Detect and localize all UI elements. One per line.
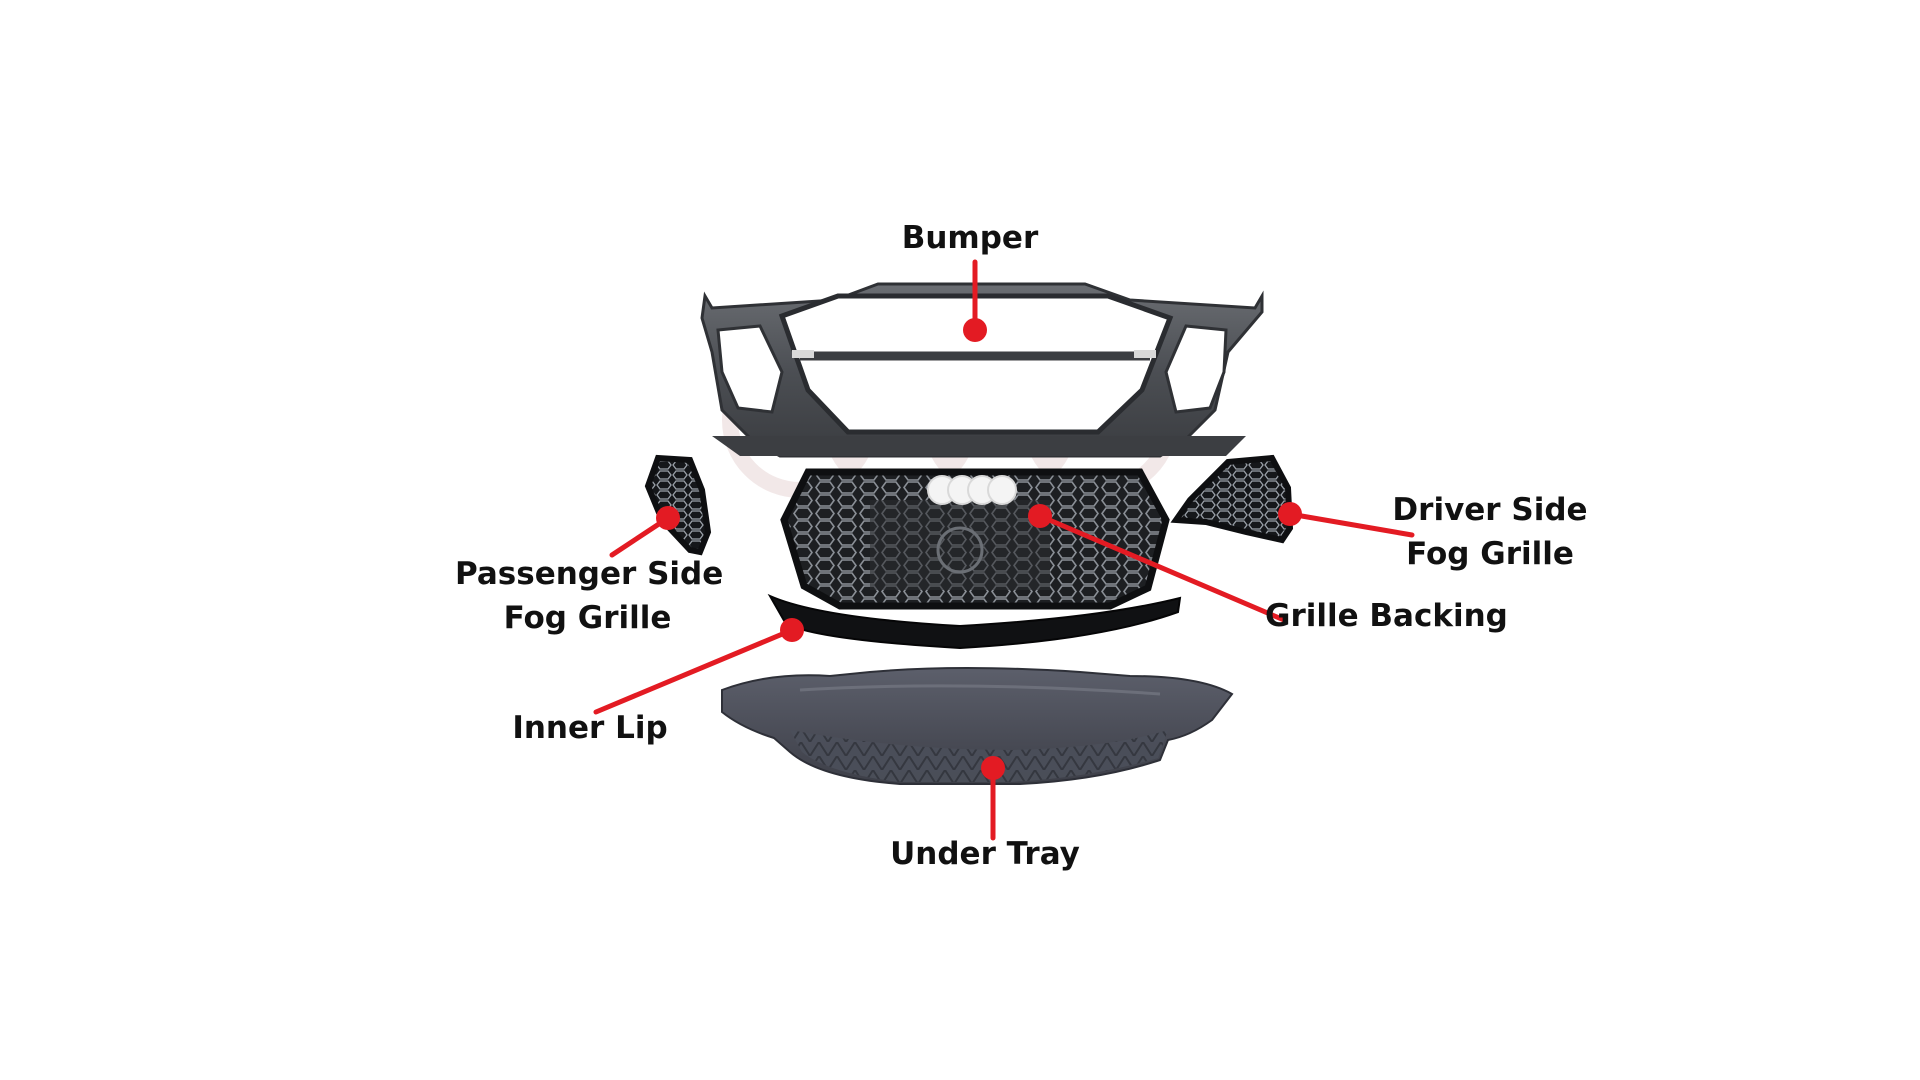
- tray-callout-dot: [981, 756, 1005, 780]
- driver-callout-dot: [1278, 502, 1302, 526]
- driver-label-line2: Fog Grille: [1406, 536, 1574, 572]
- lip-callout-line: [593, 627, 795, 715]
- grille-backing-label-text: Grille Backing: [1265, 598, 1508, 634]
- driver-side-fog-grille-label: Driver Side Fog Grille: [1385, 488, 1595, 576]
- under-tray-part: [721, 667, 1234, 785]
- under-tray-label-text: Under Tray: [890, 836, 1080, 872]
- passenger-fog-grille-part: [644, 454, 712, 556]
- grille-backing-part: [780, 468, 1170, 610]
- bumper-label: Bumper: [870, 216, 1070, 260]
- inner-lip-label-text: Inner Lip: [512, 710, 668, 746]
- passenger-side-fog-grille-label: Passenger Side Fog Grille: [455, 552, 724, 640]
- grille-callout-dot: [1028, 504, 1052, 528]
- driver-label-line1: Driver Side: [1392, 492, 1588, 528]
- passenger-label-line1: Passenger Side: [455, 556, 724, 592]
- inner-lip-part: [767, 593, 1182, 650]
- passenger-callout-dot: [656, 506, 680, 530]
- bumper-label-text: Bumper: [901, 220, 1039, 256]
- passenger-label-line2: Fog Grille: [503, 600, 672, 636]
- driver-fog-grille-part: [1170, 454, 1294, 544]
- lip-callout-dot: [780, 618, 804, 642]
- bumper-callout-dot: [963, 318, 987, 342]
- driver-callout-line: [1287, 511, 1415, 538]
- bumper-part: [700, 282, 1264, 458]
- under-tray-label: Under Tray: [880, 832, 1090, 876]
- four-rings-emblem: [927, 475, 1017, 505]
- inner-lip-label: Inner Lip: [510, 706, 670, 750]
- grille-backing-label: Grille Backing: [1265, 594, 1508, 638]
- grille-callout-line: [1037, 513, 1287, 623]
- callout-lines: [593, 259, 1415, 841]
